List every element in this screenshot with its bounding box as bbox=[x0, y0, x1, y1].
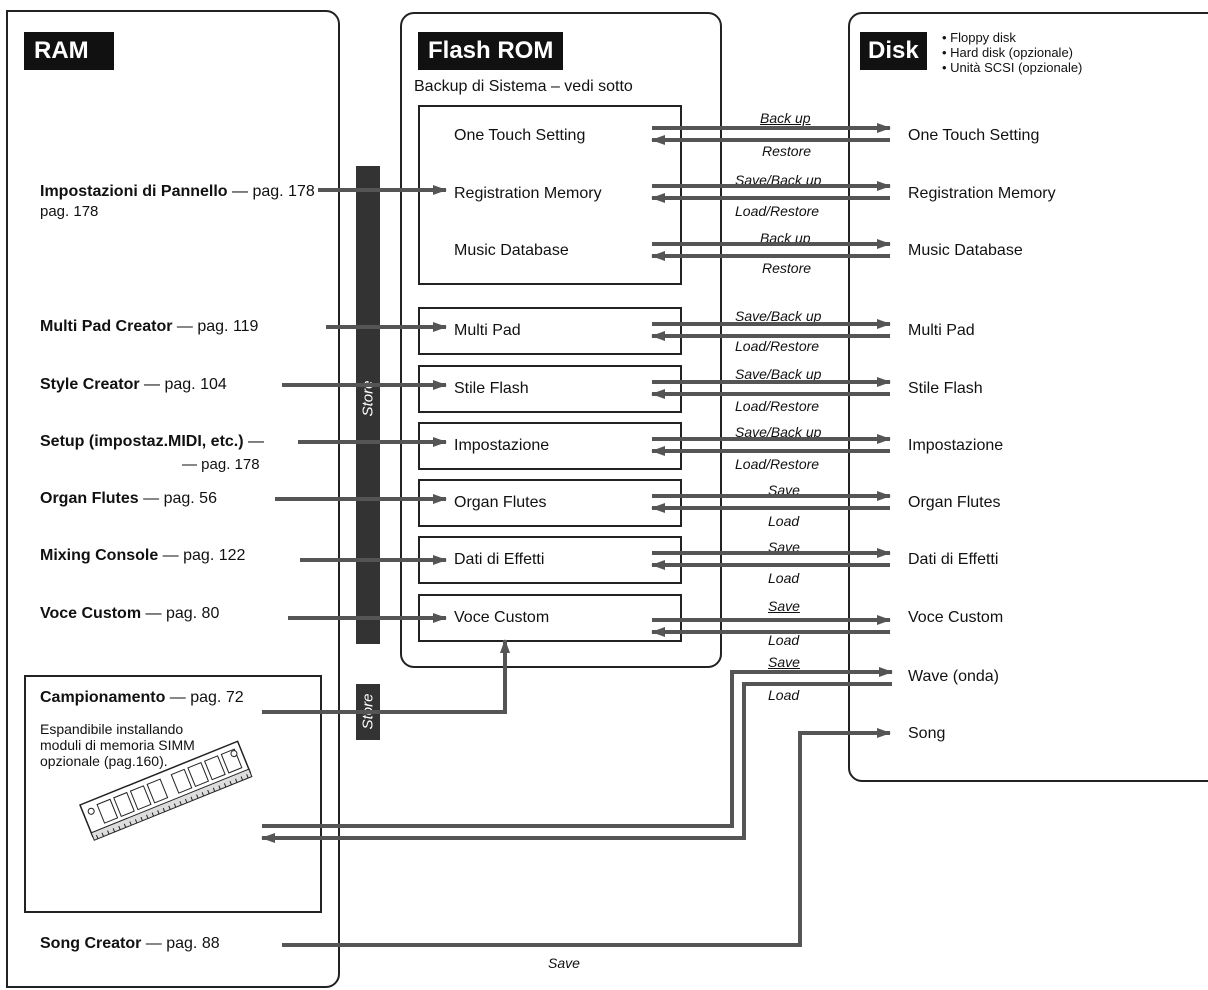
simm-module-icon bbox=[80, 741, 252, 840]
transfer-arrows bbox=[652, 128, 890, 632]
wave-save-arrow bbox=[262, 672, 892, 826]
wave-load-arrow bbox=[262, 684, 892, 838]
sampling-store-arrow bbox=[262, 640, 505, 712]
